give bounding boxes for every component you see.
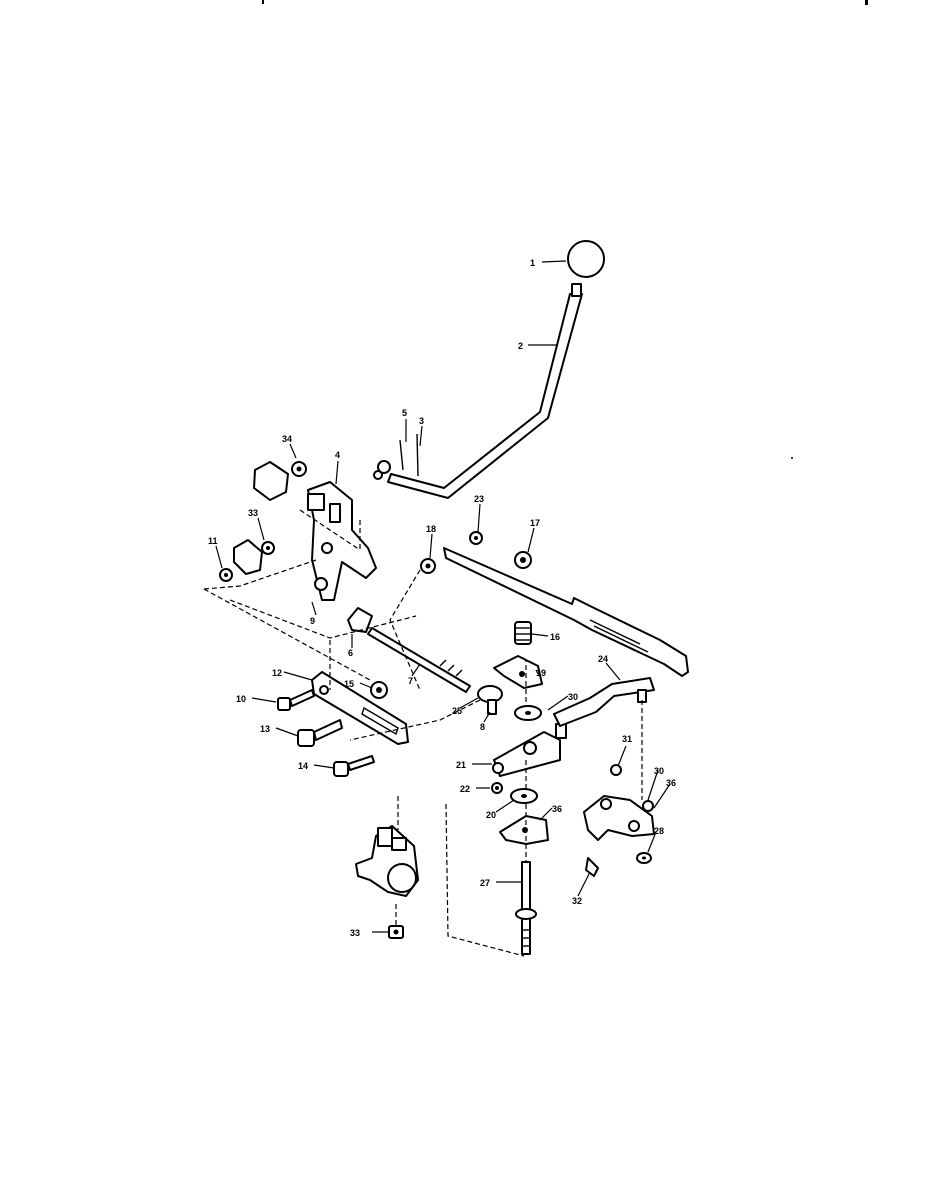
callout-11: 11 [208, 536, 218, 546]
part-shaft-27 [515, 861, 537, 955]
callout-30b: 30 [654, 766, 664, 776]
part-shift-arm-21 [492, 723, 567, 777]
part-bolt-13 [297, 719, 343, 747]
callout-36b: 36 [666, 778, 676, 788]
callout-17: 17 [530, 518, 540, 528]
callout-10: 10 [236, 694, 246, 704]
callout-28: 28 [654, 826, 664, 836]
part-nut-29 [636, 852, 652, 864]
callout-25: 25 [452, 706, 462, 716]
part-ball-32 [585, 857, 599, 877]
part-nut-31 [610, 764, 622, 776]
callout-19: 19 [536, 668, 546, 678]
callout-9: 9 [310, 616, 315, 626]
callout-22: 22 [460, 784, 470, 794]
callout-33b: 33 [350, 928, 360, 938]
callout-3: 3 [419, 416, 424, 426]
callout-labels: 1 2 5 3 34 4 33 11 18 23 17 16 19 24 30 … [208, 258, 676, 938]
part-lock-plate-upper [253, 461, 289, 501]
callout-20a: 20 [486, 810, 496, 820]
callout-23: 23 [474, 494, 484, 504]
part-lever-pin [373, 433, 419, 480]
callout-16: 16 [550, 632, 560, 642]
part-washer-20b [510, 788, 538, 804]
part-nut-17 [514, 551, 532, 569]
callout-18: 18 [426, 524, 436, 534]
callout-14: 14 [298, 761, 308, 771]
leader-lines [215, 260, 671, 933]
scan-mark-left [262, 0, 264, 4]
part-shift-rod [443, 547, 689, 677]
part-bellcrank-24 [553, 677, 655, 727]
callout-36: 36 [552, 804, 562, 814]
callout-7: 7 [408, 676, 413, 686]
callout-30a: 30 [568, 692, 578, 702]
part-detent-bracket [583, 795, 655, 841]
callout-27: 27 [480, 878, 490, 888]
part-nut-23 [469, 531, 483, 545]
callout-15: 15 [344, 679, 354, 689]
part-spacer-18 [420, 558, 436, 574]
part-shift-lever [387, 283, 583, 499]
part-ball-joint-25 [477, 685, 503, 715]
scan-dot [791, 457, 793, 459]
part-nut-33 [261, 541, 275, 555]
part-threaded-rod-7 [367, 627, 471, 693]
part-nut-11 [219, 568, 233, 582]
callout-32: 32 [572, 896, 582, 906]
part-washer-20a [514, 705, 542, 721]
part-bolt-10 [277, 689, 315, 711]
callout-13: 13 [260, 724, 270, 734]
part-cam-plate-19 [493, 655, 543, 689]
part-cam-plate-26 [499, 815, 549, 845]
callout-12: 12 [272, 668, 282, 678]
callout-1: 1 [530, 258, 535, 268]
part-nut-22 [491, 782, 503, 794]
part-nut-34 [291, 461, 307, 477]
callout-24: 24 [598, 654, 608, 664]
assembly-guide-lines [203, 509, 643, 957]
callout-31: 31 [622, 734, 632, 744]
part-spring-16 [514, 621, 532, 645]
part-nut-33-lower [388, 925, 404, 939]
callout-8: 8 [480, 722, 485, 732]
part-bolt-14 [333, 755, 375, 777]
callout-33a: 33 [248, 508, 258, 518]
callout-2: 2 [518, 341, 523, 351]
part-mounting-bracket [307, 481, 377, 601]
callout-21: 21 [456, 760, 466, 770]
part-transmission-housing [355, 825, 419, 897]
part-knob [567, 240, 605, 278]
part-slotted-link-12 [311, 671, 409, 745]
callout-34: 34 [282, 434, 292, 444]
scan-mark-right [865, 0, 868, 5]
part-pivot-6 [347, 607, 373, 633]
callout-4: 4 [335, 450, 340, 460]
callout-6: 6 [348, 648, 353, 658]
callout-5: 5 [402, 408, 407, 418]
part-nut-15 [370, 681, 388, 699]
part-lock-plate-lower [233, 539, 263, 575]
